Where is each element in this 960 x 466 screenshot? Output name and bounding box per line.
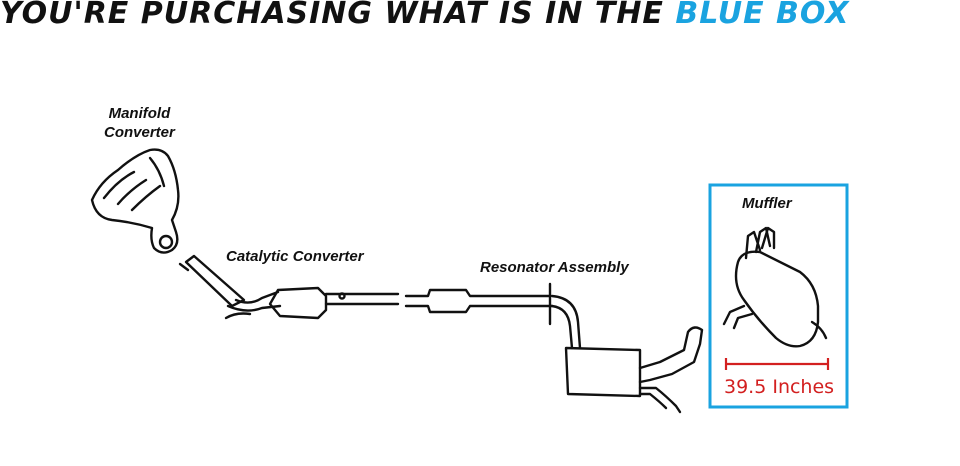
- purchase-box: [708, 183, 849, 409]
- measurement-line: [724, 358, 830, 370]
- muffler-label: Muffler: [742, 195, 792, 212]
- catalytic-converter-drawing: [178, 254, 400, 320]
- catalytic-label: Catalytic Converter: [226, 248, 364, 265]
- manifold-label-line2: Converter: [104, 124, 175, 141]
- muffler-drawing: [722, 226, 828, 348]
- manifold-converter-drawing: [90, 148, 180, 254]
- headline-text: YOU'RE PURCHASING WHAT IS IN THE: [0, 0, 676, 31]
- headline-highlight: BLUE BOX: [675, 0, 850, 31]
- resonator-label: Resonator Assembly: [480, 259, 629, 276]
- measurement-label: 39.5 Inches: [724, 376, 835, 398]
- manifold-label: Manifold Converter: [104, 104, 175, 142]
- headline: YOU'RE PURCHASING WHAT IS IN THE BLUE BO…: [0, 0, 960, 31]
- manifold-label-line1: Manifold: [108, 105, 171, 122]
- resonator-assembly-drawing: [404, 282, 704, 414]
